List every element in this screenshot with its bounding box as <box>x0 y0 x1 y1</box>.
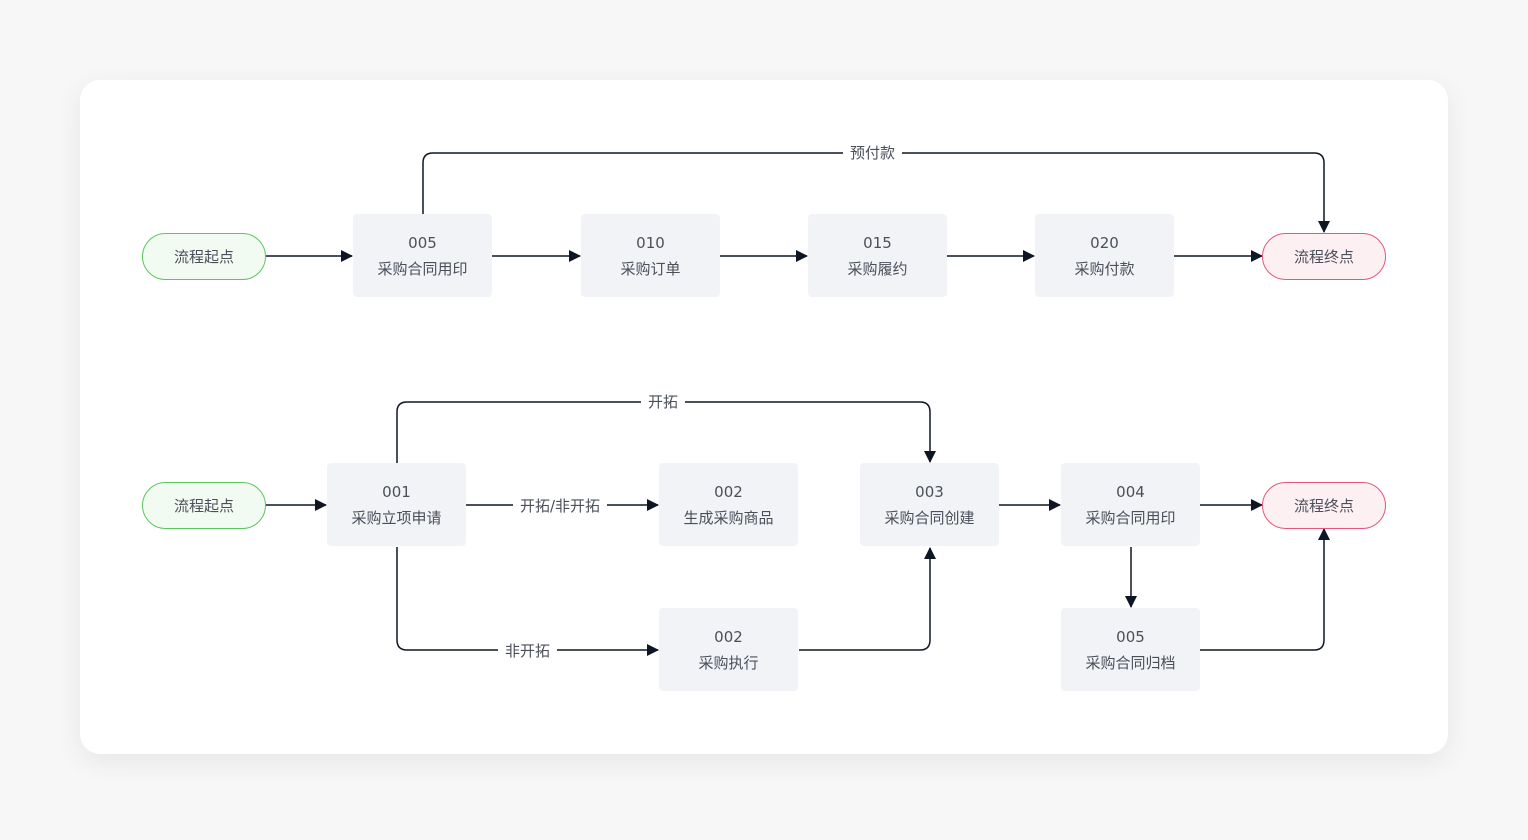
step-name: 采购合同归档 <box>1085 653 1176 672</box>
start-node-label: 流程起点 <box>173 496 234 515</box>
step-name: 采购执行 <box>698 653 759 672</box>
step-code: 020 <box>1090 233 1119 252</box>
edge-f2-002b-to-003 <box>799 547 936 651</box>
step-code: 002 <box>714 482 743 501</box>
step-name: 采购合同用印 <box>377 259 468 278</box>
step-name: 采购合同用印 <box>1085 508 1176 527</box>
flow2-step-004[interactable]: 004 采购合同用印 <box>1061 463 1200 546</box>
edge-label-prepay: 预付款 <box>843 143 903 163</box>
start-node-label: 流程起点 <box>173 247 234 266</box>
step-code: 001 <box>382 482 411 501</box>
flow1-step-020[interactable]: 020 采购付款 <box>1035 214 1174 297</box>
step-code: 015 <box>863 233 892 252</box>
step-code: 002 <box>714 627 743 646</box>
step-name: 采购订单 <box>620 259 681 278</box>
flow1-step-005[interactable]: 005 采购合同用印 <box>353 214 492 297</box>
end-node-label: 流程终点 <box>1293 496 1354 515</box>
flow2-step-002-execute[interactable]: 002 采购执行 <box>659 608 798 691</box>
flow2-step-003[interactable]: 003 采购合同创建 <box>860 463 999 546</box>
edge-f2-not-expand <box>396 547 659 656</box>
edge-f2-005-to-end <box>1200 528 1330 651</box>
edge-label-expand-or-not: 开拓/非开拓 <box>513 496 608 516</box>
step-code: 005 <box>408 233 437 252</box>
step-name: 采购立项申请 <box>351 508 442 527</box>
step-name: 采购合同创建 <box>884 508 975 527</box>
end-node-label: 流程终点 <box>1293 247 1354 266</box>
step-name: 生成采购商品 <box>683 508 774 527</box>
step-code: 010 <box>636 233 665 252</box>
step-name: 采购付款 <box>1074 259 1135 278</box>
flow2-start-node[interactable]: 流程起点 <box>142 482 266 529</box>
step-code: 004 <box>1116 482 1145 501</box>
edge-label-not-expand: 非开拓 <box>498 641 558 661</box>
flow1-step-015[interactable]: 015 采购履约 <box>808 214 947 297</box>
step-code: 005 <box>1116 627 1145 646</box>
flow2-step-002-generate[interactable]: 002 生成采购商品 <box>659 463 798 546</box>
flow2-end-node[interactable]: 流程终点 <box>1262 482 1386 529</box>
step-name: 采购履约 <box>847 259 908 278</box>
flow1-step-010[interactable]: 010 采购订单 <box>581 214 720 297</box>
flow1-end-node[interactable]: 流程终点 <box>1262 233 1386 280</box>
flow2-step-001[interactable]: 001 采购立项申请 <box>327 463 466 546</box>
edge-label-expand: 开拓 <box>641 392 686 412</box>
step-code: 003 <box>915 482 944 501</box>
flow2-step-005[interactable]: 005 采购合同归档 <box>1061 608 1200 691</box>
flow1-start-node[interactable]: 流程起点 <box>142 233 266 280</box>
